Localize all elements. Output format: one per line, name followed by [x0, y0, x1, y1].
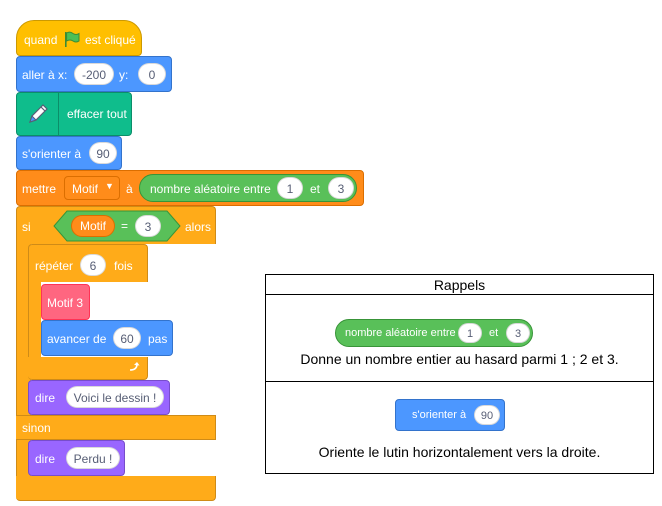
clear-block[interactable]: effacer tout [16, 92, 132, 136]
repeat-bottom-arm [28, 357, 148, 380]
custom-block-label: Motif 3 [47, 296, 83, 310]
say-label-1: dire [35, 391, 55, 405]
loop-arrow-icon [128, 361, 140, 373]
set-to-label: à [126, 182, 133, 196]
repeat-spine [28, 281, 41, 361]
random-to-input[interactable]: 3 [328, 177, 354, 199]
rappel-random-label: nombre aléatoire entre [345, 327, 456, 339]
random-from-input[interactable]: 1 [277, 177, 303, 199]
say-block-2[interactable]: dire Perdu ! [28, 440, 125, 476]
equals-label: = [121, 219, 128, 233]
green-flag-icon [63, 30, 81, 48]
rappel-point-value: 90 [474, 405, 500, 425]
set-variable-block[interactable]: mettre Motif ▼ à nombre aléatoire entre … [16, 170, 364, 206]
rappel-point-label: s'orienter à [412, 409, 466, 421]
repeat-count-input[interactable]: 6 [80, 254, 106, 276]
variable-reporter-label: Motif [80, 219, 106, 233]
hat-label: quand [24, 33, 57, 47]
goto-xy-block[interactable]: aller à x: -200 y: 0 [16, 56, 172, 92]
rappel-point-block: s'orienter à 90 [395, 399, 505, 431]
variable-dropdown-value: Motif [72, 182, 98, 196]
say-label-2: dire [35, 452, 55, 466]
repeat-times-label: fois [114, 259, 133, 273]
rappel-random-description: Donne un nombre entier au hasard parmi 1… [266, 351, 653, 367]
rappel-random-from: 1 [458, 323, 482, 343]
rappels-title: Rappels [266, 275, 653, 295]
pen-extension-icon-box [17, 93, 59, 135]
move-steps-block[interactable]: avancer de 60 pas [41, 320, 173, 356]
rappels-divider [266, 381, 653, 382]
if-bottom-arm [16, 476, 216, 501]
variable-reporter[interactable]: Motif [71, 215, 115, 237]
y-label: y: [119, 68, 128, 82]
move-unit-label: pas [148, 332, 167, 346]
else-arm: sinon [16, 415, 216, 440]
repeat-top-arm: répéter 6 fois [28, 244, 148, 282]
random-and-label: et [310, 182, 320, 196]
rappel-random-to: 3 [506, 323, 530, 343]
variable-dropdown[interactable]: Motif ▼ [64, 176, 120, 200]
say-text-input-2[interactable]: Perdu ! [66, 447, 120, 469]
pen-icon [26, 102, 50, 126]
y-input[interactable]: 0 [138, 63, 166, 85]
when-flag-clicked-block[interactable]: quand est cliqué [16, 20, 142, 56]
rappel-point-description: Oriente le lutin horizontalement vers la… [266, 444, 653, 460]
move-label: avancer de [47, 332, 106, 346]
if-label: si [22, 220, 31, 234]
point-label: s'orienter à [22, 147, 81, 161]
set-label: mettre [22, 182, 56, 196]
point-direction-block[interactable]: s'orienter à 90 [16, 136, 122, 170]
else-label: sinon [22, 421, 51, 435]
goto-label: aller à x: [22, 68, 67, 82]
clear-label: effacer tout [67, 107, 127, 121]
if-top-arm: si Motif = 3 alors [16, 206, 216, 244]
say-text-input-1[interactable]: Voici le dessin ! [66, 386, 164, 408]
repeat-label: répéter [35, 259, 73, 273]
x-input[interactable]: -200 [74, 63, 114, 85]
equals-value-input[interactable]: 3 [135, 215, 161, 237]
say-block-1[interactable]: dire Voici le dessin ! [28, 380, 170, 415]
rappel-random-block: nombre aléatoire entre 1 et 3 [335, 319, 533, 347]
then-label: alors [185, 220, 211, 234]
equals-condition[interactable]: Motif = 3 [53, 210, 181, 242]
steps-input[interactable]: 60 [113, 327, 141, 349]
rappels-box: Rappels nombre aléatoire entre 1 et 3 Do… [265, 274, 654, 474]
hat-label-after: est cliqué [85, 33, 136, 47]
random-number-block[interactable]: nombre aléatoire entre 1 et 3 [139, 174, 357, 202]
chevron-down-icon: ▼ [105, 181, 114, 191]
random-label: nombre aléatoire entre [150, 182, 271, 196]
rappel-random-and: et [489, 327, 498, 339]
custom-block-motif3[interactable]: Motif 3 [41, 284, 90, 320]
direction-input[interactable]: 90 [89, 142, 117, 164]
